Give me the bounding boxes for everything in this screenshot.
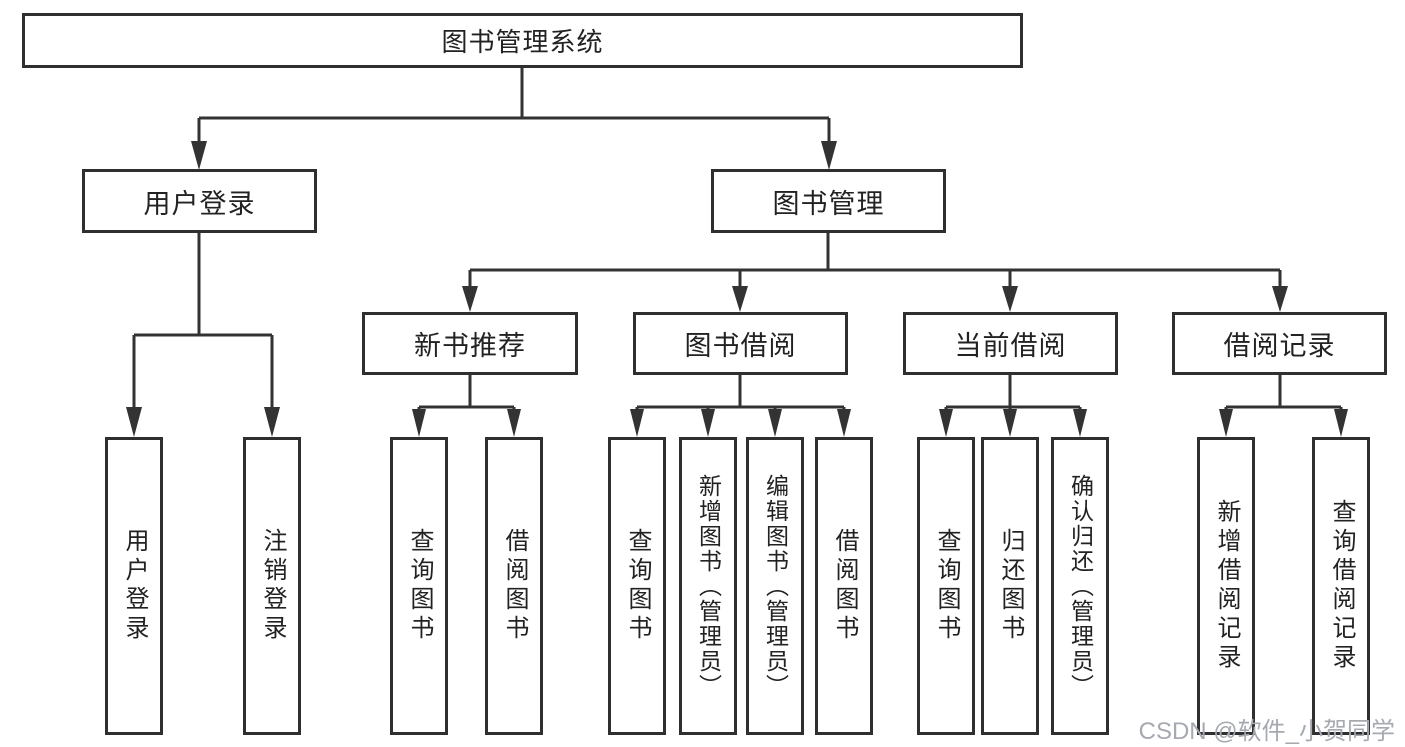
leaf-logout: 注销登录: [243, 437, 301, 735]
node-label: 图书管理系统: [441, 27, 604, 57]
node-current-borrowing: 当前借阅: [903, 312, 1118, 375]
leaf-label: 查询图书: [933, 528, 960, 644]
node-label: 用户登录: [143, 188, 256, 219]
node-label: 借阅记录: [1223, 331, 1336, 361]
leaf-borrow-books: 借阅图书: [815, 437, 873, 735]
leaf-query-books-recommend: 查询图书: [390, 437, 448, 735]
leaf-label: 借阅图书: [831, 528, 858, 644]
node-new-book-recommend: 新书推荐: [362, 312, 578, 375]
leaf-add-book-admin: 新增图书（管理员）: [679, 437, 737, 735]
leaf-label: 借阅图书: [501, 528, 528, 644]
leaf-label: 确认归还（管理员）: [1067, 473, 1094, 699]
leaf-label: 注销登录: [259, 528, 286, 644]
leaf-return-book: 归还图书: [981, 437, 1039, 735]
node-label: 图书管理: [772, 188, 885, 219]
node-label: 当前借阅: [954, 331, 1067, 361]
node-book-management-branch: 图书管理: [711, 169, 946, 233]
leaf-label: 编辑图书（管理员）: [762, 473, 789, 699]
node-book-borrowing: 图书借阅: [633, 312, 848, 375]
leaf-edit-book-admin: 编辑图书（管理员）: [746, 437, 804, 735]
leaf-query-books-borrowing: 查询图书: [608, 437, 666, 735]
leaf-borrow-books-recommend: 借阅图书: [485, 437, 543, 735]
leaf-label: 查询图书: [624, 528, 651, 644]
leaf-label: 新增图书（管理员）: [695, 473, 722, 699]
node-library-management-system: 图书管理系统: [22, 13, 1023, 68]
leaf-user-login: 用户登录: [105, 437, 163, 735]
leaf-label: 新增借阅记录: [1213, 499, 1240, 673]
leaf-add-borrow-record: 新增借阅记录: [1197, 437, 1255, 735]
node-label: 图书借阅: [684, 331, 797, 361]
leaf-label: 归还图书: [997, 528, 1024, 644]
leaf-label: 查询图书: [406, 528, 433, 644]
node-user-login-branch: 用户登录: [82, 169, 317, 233]
csdn-watermark: CSDN @软件_小贺同学: [1138, 718, 1395, 745]
leaf-label: 用户登录: [121, 528, 148, 644]
leaf-query-books-current: 查询图书: [917, 437, 975, 735]
leaf-confirm-return-admin: 确认归还（管理员）: [1051, 437, 1109, 735]
node-label: 新书推荐: [414, 331, 526, 361]
leaf-label: 查询借阅记录: [1328, 499, 1355, 673]
node-borrowing-records: 借阅记录: [1172, 312, 1387, 375]
leaf-query-borrow-record: 查询借阅记录: [1312, 437, 1370, 735]
